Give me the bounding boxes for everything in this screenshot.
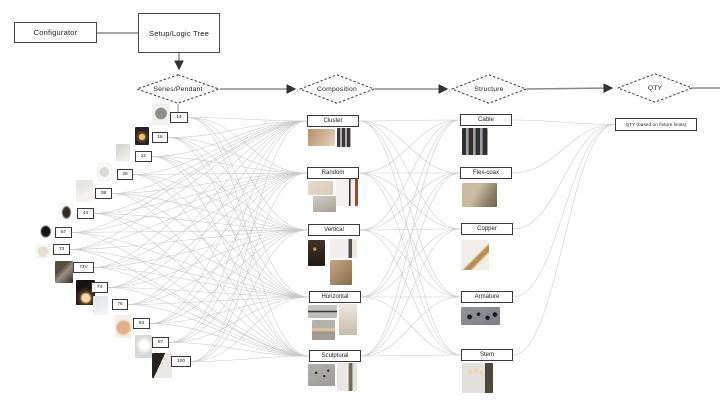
pendant-number-label: 14 [176, 115, 182, 120]
composition-thumbnail[interactable] [312, 320, 335, 340]
structure-thumbnail[interactable] [461, 240, 489, 270]
setup-logic-tree-label: Setup/Logic Tree [149, 28, 209, 38]
structure-node-flex[interactable]: Flex-coax [460, 167, 512, 179]
pendant-number-label: 57 [60, 230, 67, 235]
composition-thumbnail[interactable] [308, 181, 333, 195]
pendant-number-label: 38 [100, 191, 107, 196]
diamond-label: Composition [317, 85, 357, 93]
decision-diamond-composition[interactable]: Composition [298, 74, 376, 104]
composition-node-horizontal[interactable]: Horizontal [309, 291, 361, 303]
pendant-node-74[interactable]: 74 [91, 282, 108, 293]
composition-label: Sculptural [321, 353, 349, 359]
structure-label: Cable [478, 117, 494, 123]
structure-thumbnail[interactable] [462, 363, 493, 393]
pendant-number-label: 16 [157, 135, 163, 140]
composition-label: Cluster [323, 118, 343, 124]
pendant-number-label: 74 [96, 285, 103, 290]
composition-label: Horizontal [321, 294, 349, 300]
pendant-number-label: 100 [176, 359, 185, 364]
pendant-thumbnail[interactable] [55, 261, 73, 283]
structure-thumbnail[interactable] [462, 183, 497, 207]
composition-thumbnail[interactable] [313, 196, 336, 212]
structure-label: Armature [474, 294, 500, 300]
composition-thumbnail[interactable] [308, 129, 335, 146]
structure-label: Stem [479, 352, 494, 358]
diamond-label: Series/Pendant [153, 85, 203, 93]
pendant-thumbnail[interactable] [97, 162, 112, 182]
structure-node-cable[interactable]: Cable [460, 114, 512, 126]
diamond-label: Structure [474, 85, 504, 93]
pendant-number-label: 73V [79, 265, 88, 270]
structure-label: Flex-coax [472, 170, 499, 176]
decision-diamond-qty[interactable]: QTY [616, 73, 694, 103]
composition-thumbnail[interactable] [337, 128, 351, 147]
composition-thumbnail[interactable] [308, 240, 325, 266]
composition-thumbnail[interactable] [308, 305, 337, 318]
composition-thumbnail[interactable] [308, 364, 335, 386]
pendant-thumbnail[interactable] [59, 202, 74, 221]
composition-thumbnail[interactable] [337, 363, 357, 391]
pendant-node-84[interactable]: 84 [133, 318, 150, 329]
pendant-node-100[interactable]: 100 [171, 356, 191, 367]
pendant-number-label: 87 [157, 340, 164, 345]
pendant-number-label: 73 [58, 247, 65, 252]
pendant-thumbnail[interactable] [35, 244, 51, 258]
composition-thumbnail[interactable] [330, 260, 352, 285]
pendant-thumbnail[interactable] [93, 296, 108, 315]
pendant-node-44[interactable]: 44 [77, 208, 94, 219]
diamond-shape [298, 74, 376, 104]
pendant-node-87[interactable]: 87 [152, 337, 169, 348]
decision-diamond-series[interactable]: Series/Pendant [135, 74, 221, 104]
structure-thumbnail[interactable] [461, 307, 500, 325]
pendant-thumbnail[interactable] [152, 104, 170, 125]
pendant-thumbnail[interactable] [135, 127, 149, 145]
pendant-node-14[interactable]: 14 [170, 112, 188, 123]
qty-limits-label: QTY (based on fixture limits) [625, 122, 687, 127]
composition-node-vertical[interactable]: Vertical [308, 224, 360, 236]
composition-node-sculptural[interactable]: Sculptural [309, 350, 361, 362]
pendant-thumbnail[interactable] [39, 222, 54, 241]
pendant-number-label: 76 [117, 302, 123, 307]
composition-label: Random [321, 170, 345, 176]
pendant-thumbnail[interactable] [76, 280, 95, 305]
setup-logic-tree-node[interactable]: Setup/Logic Tree [138, 13, 220, 53]
pendant-node-73v[interactable]: 73V [73, 262, 94, 273]
composition-thumbnail[interactable] [339, 304, 357, 335]
pendant-node-16[interactable]: 16 [152, 132, 168, 143]
pendant-node-21[interactable]: 21 [135, 151, 152, 162]
pendant-thumbnail[interactable] [115, 315, 132, 338]
pendant-node-28[interactable]: 28 [117, 169, 133, 180]
pendant-thumbnail[interactable] [116, 144, 130, 161]
qty-limits-node[interactable]: QTY (based on fixture limits) [615, 118, 697, 131]
pendant-thumbnail[interactable] [135, 335, 152, 358]
composition-thumbnail[interactable] [330, 239, 357, 258]
configurator-label: Configurator [33, 28, 78, 37]
pendant-node-73[interactable]: 73 [53, 244, 70, 255]
composition-node-cluster[interactable]: Cluster [307, 115, 359, 127]
structure-node-armature[interactable]: Armature [461, 291, 513, 303]
composition-label: Vertical [324, 227, 344, 233]
configurator-node[interactable]: Configurator [14, 22, 97, 43]
structure-node-stem[interactable]: Stem [461, 349, 513, 361]
composition-node-random[interactable]: Random [307, 167, 359, 179]
decision-diamond-structure[interactable]: Structure [450, 74, 528, 104]
diamond-shape [616, 73, 694, 103]
pendant-number-label: 21 [140, 154, 147, 159]
structure-node-copper[interactable]: Copper [461, 223, 513, 235]
pendant-node-76[interactable]: 76 [112, 299, 128, 310]
structure-thumbnail[interactable] [462, 128, 488, 155]
pendant-node-57[interactable]: 57 [55, 227, 72, 238]
pendant-thumbnail[interactable] [76, 180, 93, 202]
diamond-label: QTY [647, 84, 663, 92]
pendant-number-label: 28 [122, 172, 128, 177]
pendant-number-label: 44 [82, 211, 89, 216]
diamond-shape [135, 74, 221, 104]
diamond-shape [450, 74, 528, 104]
pendant-thumbnail[interactable] [152, 353, 172, 378]
structure-label: Copper [477, 226, 497, 232]
composition-thumbnail[interactable] [336, 179, 358, 206]
pendant-number-label: 84 [138, 321, 145, 326]
pendant-node-38[interactable]: 38 [95, 188, 112, 199]
